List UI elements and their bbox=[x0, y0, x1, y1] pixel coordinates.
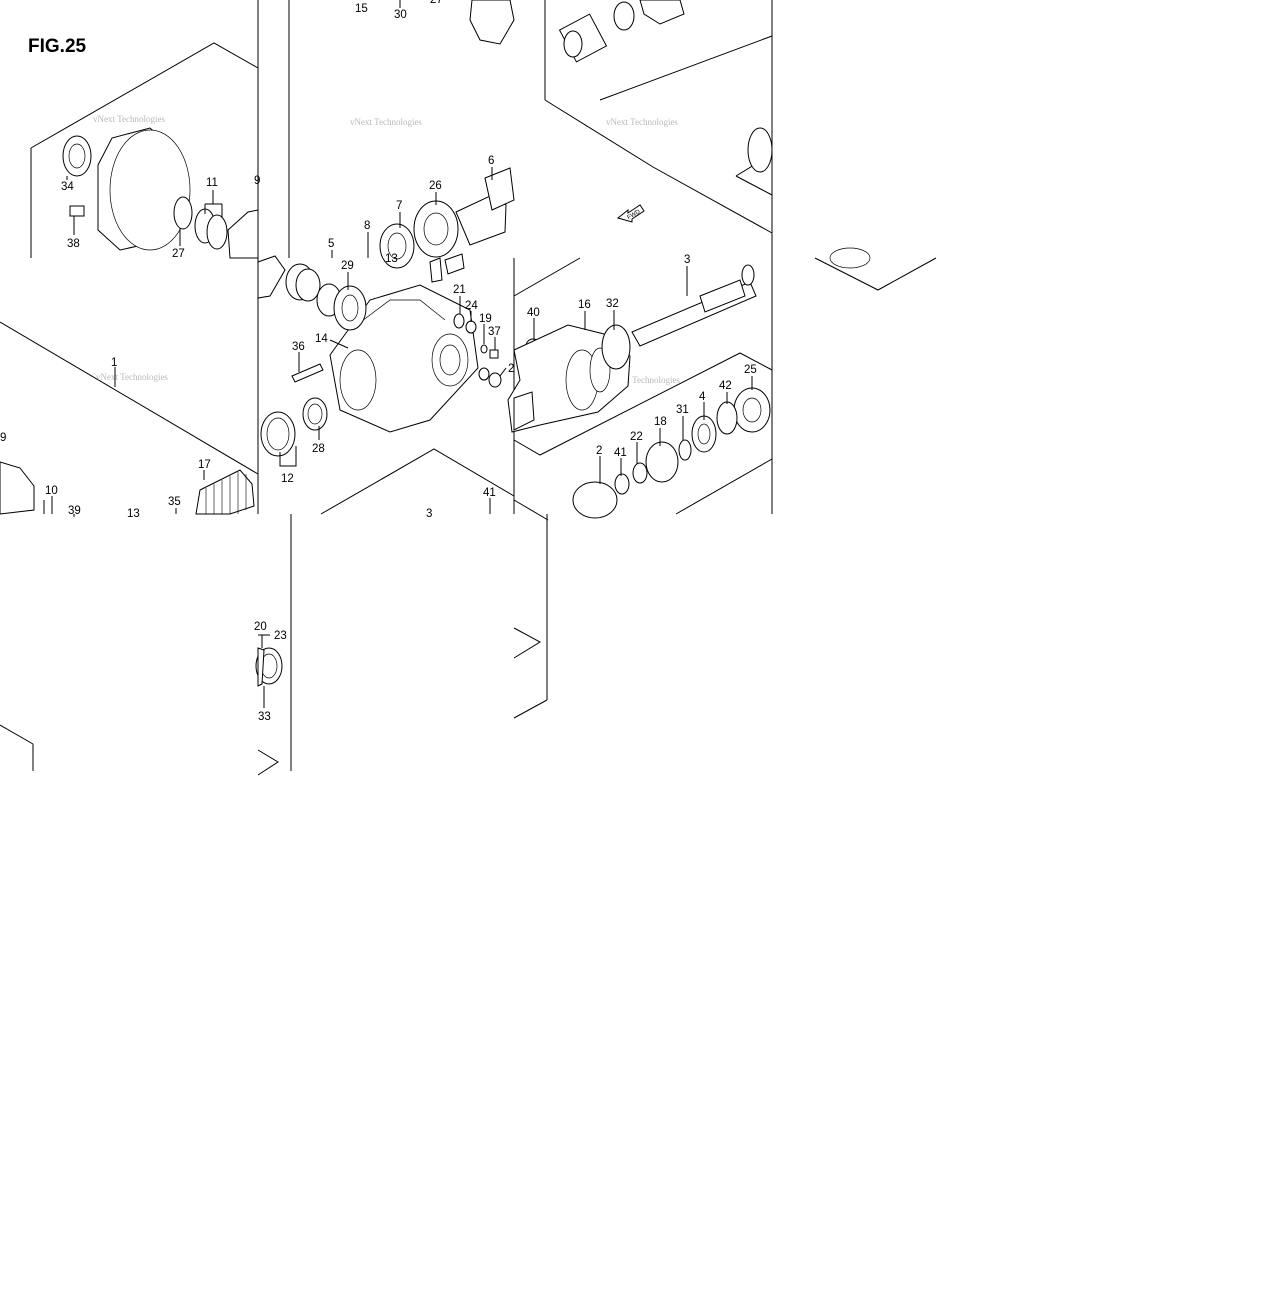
callout: 31 bbox=[676, 404, 689, 416]
callout: 5 bbox=[328, 238, 334, 250]
callout: 20 bbox=[254, 621, 267, 633]
callout: 16 bbox=[578, 299, 591, 311]
callout: 17 bbox=[198, 459, 211, 471]
callout: 14 bbox=[315, 333, 328, 345]
callout: 9 bbox=[0, 432, 6, 444]
watermark-4: vNext Technologies bbox=[96, 372, 168, 382]
callout: 3 bbox=[684, 254, 690, 266]
callout: 12 bbox=[281, 473, 294, 485]
callout: 9 bbox=[254, 175, 260, 187]
callout: 26 bbox=[429, 180, 442, 192]
callout: 13 bbox=[385, 253, 398, 265]
callout: 2 bbox=[508, 363, 514, 375]
callout: 41 bbox=[483, 487, 496, 499]
callout: 8 bbox=[364, 220, 370, 232]
callout: 23 bbox=[274, 630, 287, 642]
callout: 35 bbox=[168, 496, 181, 508]
leader-lines bbox=[43, 0, 753, 708]
callout: 33 bbox=[258, 711, 271, 723]
callout: 4 bbox=[699, 391, 706, 403]
callout: 1 bbox=[111, 357, 117, 369]
callout: 2 bbox=[596, 445, 602, 457]
callout: 29 bbox=[341, 260, 354, 272]
callout: 34 bbox=[61, 181, 74, 193]
callout-labels: 15 30 27 34 38 11 9 27 6 26 7 8 5 29 13 … bbox=[0, 0, 757, 723]
watermark-3: vNext Technologies bbox=[606, 117, 678, 127]
figure-title: FIG.25 bbox=[28, 36, 87, 57]
callout: 3 bbox=[426, 508, 432, 520]
watermark-1: vNext Technologies bbox=[93, 114, 165, 124]
callout: 25 bbox=[744, 364, 757, 376]
callout: 28 bbox=[312, 443, 325, 455]
callout: 21 bbox=[453, 284, 466, 296]
panel-frames bbox=[32, 0, 773, 771]
callout: 6 bbox=[488, 155, 494, 167]
group-outlines bbox=[0, 35, 937, 776]
callout: 42 bbox=[719, 380, 732, 392]
callout: 32 bbox=[606, 298, 619, 310]
callout: 22 bbox=[630, 431, 643, 443]
watermark-2: vNext Technologies bbox=[350, 117, 422, 127]
callout: 24 bbox=[465, 300, 478, 312]
callout: 39 bbox=[68, 505, 81, 517]
callout: 10 bbox=[45, 485, 58, 497]
callout: 37 bbox=[488, 326, 501, 338]
part-drawings: FWD bbox=[0, 0, 871, 687]
callout: 27 bbox=[430, 0, 443, 6]
callout: 18 bbox=[654, 416, 667, 428]
callout: 38 bbox=[67, 238, 80, 250]
callout: 19 bbox=[479, 313, 492, 325]
watermark-6: vNext Technologies bbox=[608, 375, 680, 385]
callout: 7 bbox=[396, 200, 402, 212]
callout: 30 bbox=[394, 9, 407, 21]
callout: 36 bbox=[292, 341, 305, 353]
callout: 11 bbox=[206, 177, 218, 189]
fwd-arrow: FWD bbox=[616, 204, 645, 223]
callout: 13 bbox=[127, 508, 140, 520]
callout: 27 bbox=[172, 248, 185, 260]
callout: 41 bbox=[614, 447, 627, 459]
callout: 40 bbox=[527, 307, 540, 319]
callout: 15 bbox=[355, 3, 368, 15]
